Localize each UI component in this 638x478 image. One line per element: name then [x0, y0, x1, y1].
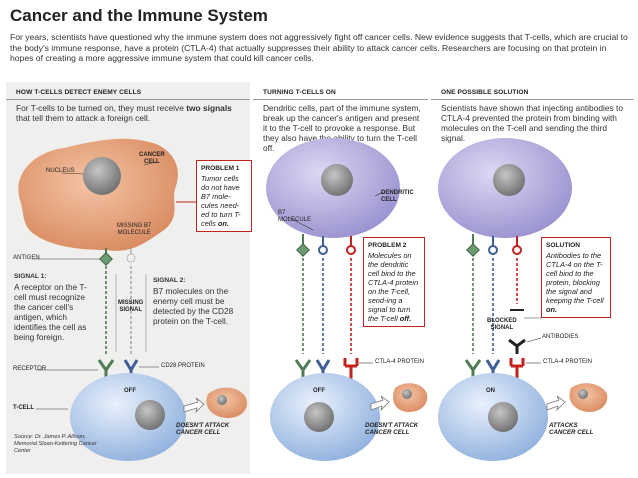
cancer-cell: [18, 138, 178, 251]
panel1-text-end: that tell them to attack a foreign cell.: [16, 113, 151, 123]
label-ctla4: CTLA-4 PROTEIN: [375, 359, 425, 365]
panel1-text-bold: two signals: [186, 103, 232, 113]
dendritic-nucleus: [321, 164, 353, 196]
ctla4-protein: [343, 358, 359, 382]
panel1-text-start: For T-cells to be turned on, they must r…: [16, 103, 187, 113]
problem1-box: PROBLEM 1 Tumor cells do not have B7 mole…: [196, 160, 252, 232]
solution-body: Antibodies to the CTLA-4 on the T-cell b…: [546, 251, 604, 305]
panel2-text: Dendritic cells, part of the immune syst…: [263, 103, 421, 153]
small-cancer-cell: [569, 383, 608, 412]
panel1-text: For T-cells to be turned on, they must r…: [16, 103, 241, 123]
signal2-text: SIGNAL 2: B7 molecules on the enemy cell …: [153, 274, 243, 326]
panel2-illustration: [266, 138, 428, 461]
intro-text: For years, scientists have questioned wh…: [10, 32, 628, 64]
small-cancer-cell: [206, 387, 248, 418]
problem2-box: PROBLEM 2 Molecules on the dendritic cell…: [363, 237, 425, 327]
label-ctla4: CTLA-4 PROTEIN: [543, 359, 593, 365]
panel3-heading: ONE POSSIBLE SOLUTION: [441, 89, 529, 96]
panel3-divider: [431, 99, 634, 100]
problem2-body: Molecules on the dendritic cell bind to …: [368, 251, 419, 323]
attack-arrow: [183, 397, 205, 414]
signal1-text: SIGNAL 1: A receptor on the T-cell must r…: [14, 270, 96, 342]
solution-heading: SOLUTION: [546, 242, 581, 249]
solution-bold: on.: [546, 305, 558, 314]
signal1-body: A receptor on the T-cell must recognize …: [14, 282, 87, 342]
b7-molecule: [346, 245, 356, 255]
cancer-nucleus: [83, 157, 121, 195]
panel1-illustration: [18, 138, 248, 461]
label-on: ON: [486, 388, 495, 394]
antibody: [508, 338, 526, 354]
label-cd28: CD28 PROTEIN: [161, 363, 205, 369]
solution-box: SOLUTION Antibodies to the CTLA-4 on the …: [541, 237, 611, 318]
signal2-heading: SIGNAL 2:: [153, 277, 186, 284]
panel2-heading: TURNING T-CELLS ON: [263, 89, 336, 96]
panel1-divider: [6, 99, 250, 100]
attack-arrow: [370, 395, 390, 412]
panel-possible-solution: ONE POSSIBLE SOLUTION Scientists have sh…: [431, 82, 634, 474]
label-nucleus: NUCLEUS: [46, 168, 75, 174]
tcell: [70, 373, 186, 461]
panel2-divider: [253, 99, 428, 100]
panel-turning-tcells-on: TURNING T-CELLS ON Dendritic cells, part…: [253, 82, 428, 474]
signal2-body: B7 molecules on the enemy cell must be d…: [153, 286, 234, 326]
label-off: OFF: [124, 388, 136, 394]
signal1-heading: SIGNAL 1:: [14, 273, 47, 280]
tcell-nucleus: [135, 400, 165, 430]
antigen-marker: [99, 252, 113, 266]
label-antigen: ANTIGEN: [13, 255, 40, 261]
panel3-illustration: [438, 138, 608, 461]
panel-detect-enemy-cells: HOW T-CELLS DETECT ENEMY CELLS For T-cel…: [6, 82, 252, 474]
problem1-body: Tumor cells do not have B7 mole-cules ne…: [201, 174, 241, 228]
problem1-heading: PROBLEM 1: [201, 165, 240, 172]
problem1-bold: on.: [217, 219, 229, 228]
attack-arrow: [546, 395, 566, 412]
label-tcell: T-CELL: [13, 405, 34, 411]
page-title: Cancer and the Immune System: [10, 6, 268, 25]
panel1-heading: HOW T-CELLS DETECT ENEMY CELLS: [16, 89, 142, 96]
label-receptor: RECEPTOR: [13, 366, 47, 372]
label-off: OFF: [313, 388, 325, 394]
problem2-bold: off.: [399, 314, 412, 323]
label-antibodies: ANTIBODIES: [542, 334, 579, 340]
panel3-text: Scientists have shown that injecting ant…: [441, 103, 624, 143]
source-credit: Source: Dr. James P. Allison, Memorial S…: [14, 434, 97, 454]
missing-b7-site: [126, 253, 136, 263]
problem2-heading: PROBLEM 2: [368, 242, 407, 249]
